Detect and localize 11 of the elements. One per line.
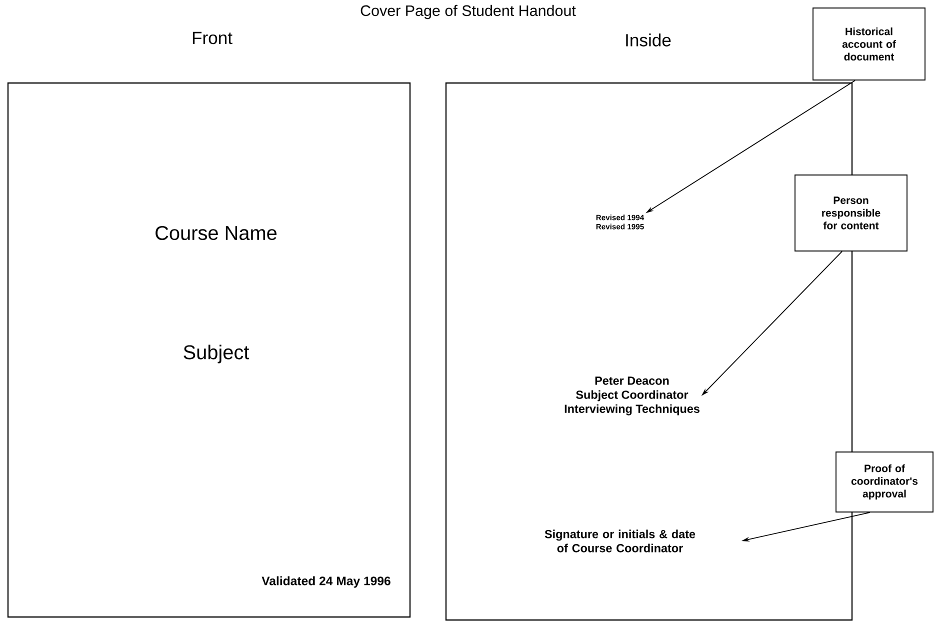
callout-box: Person responsible for content — [794, 174, 908, 252]
signature-text: Signature or initials & date of Course Coordinator — [544, 530, 696, 552]
contact-text: Peter Deacon Subject Coordinator Interviewing Techniques — [564, 376, 700, 416]
subject-text: Subject — [184, 344, 250, 364]
callout-box: Historical account of document — [812, 8, 926, 80]
page-heading: Inside — [626, 34, 671, 46]
course-name-text: Course Name — [156, 226, 277, 240]
page-heading: Front — [192, 32, 232, 44]
diagram-title: Cover Page of Student Handout — [360, 4, 576, 20]
callout-box: Proof of coordinator's approval — [836, 452, 934, 512]
validation-date-text: Validated 24 May 1996 — [262, 576, 390, 588]
